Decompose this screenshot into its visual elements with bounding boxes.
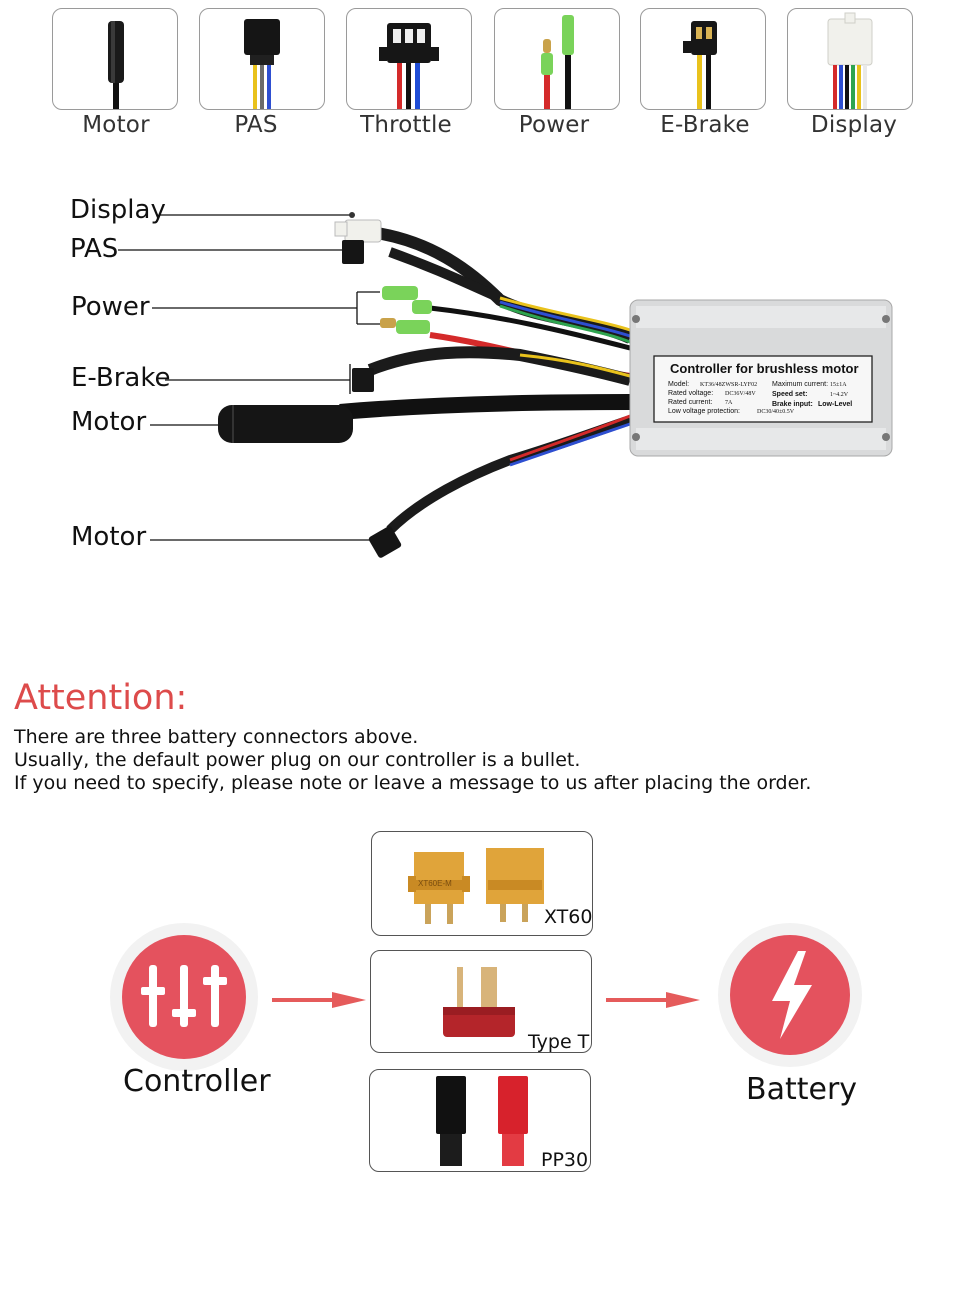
spec-speed-value: 1~4.2V [830,392,849,398]
arrow-right-icon [272,992,366,1008]
spec-lvp-label: Low voltage protection: [668,408,740,415]
pas-connector-icon [244,19,280,109]
wire-label-power: Power [71,292,150,322]
connector-label-pas: PAS [234,112,278,138]
controller-label: Controller [123,1064,271,1099]
spec-voltage-label: Rated voltage: [668,390,713,397]
power-connector-icon [541,15,574,109]
wire-label-motor-main: Motor [71,407,147,437]
spec-max-current-label: Maximum current: [772,381,828,388]
wire-label-pas: PAS [70,234,119,264]
pp30-plug-icon [436,1076,528,1166]
spec-speed-label: Speed set: [772,391,807,398]
wire-label-display: Display [70,195,166,225]
controller-box [629,299,893,457]
connector-label-power: Power [518,112,590,138]
type-t-connector-card: Type T [370,950,592,1053]
controller-title: Controller for brushless motor [670,361,859,376]
pas-connector-card [199,8,325,110]
attention-title: Attention: [14,678,188,718]
motor-connector-card [52,8,178,110]
power-connector-card [494,8,620,110]
spec-brake-value: Low-Level [818,401,852,408]
battery-label: Battery [746,1072,858,1107]
xt60-plug-icon [408,848,544,924]
ebrake-connector-card [640,8,766,110]
spec-brake-label: Brake input: [772,401,813,408]
xt60-connector-card: XT60E-M XT60 [371,831,593,936]
connector-label-display: Display [810,112,898,138]
spec-current-value: 7A [725,400,733,406]
pp30-label: PP30 [541,1149,589,1171]
spec-max-current-value: 15±1A [830,382,847,388]
spec-model-value: KT36/48ZWSR-LYF02 [700,382,757,388]
display-connector-icon [827,12,873,109]
arrow-right-icon-2 [606,992,700,1008]
spec-model-label: Model: [668,381,689,388]
wiring-diagram: Controller for brushless motor Model: KT… [118,212,893,558]
connector-label-throttle: Throttle [360,112,452,138]
spec-lvp-value: DC30/40±0.5V [757,409,795,415]
connector-label-ebrake: E-Brake [660,112,750,138]
wire-label-motor-hall: Motor [71,522,147,552]
connector-label-motor: Motor [82,112,150,138]
pp30-connector-card: PP30 [369,1069,591,1172]
xt60-marking: XT60E-M [418,879,452,888]
wire-label-ebrake: E-Brake [71,363,171,393]
ebrake-connector-icon [683,21,717,109]
attention-line-2: Usually, the default power plug on our c… [14,749,581,771]
type-t-label: Type T [528,1031,590,1053]
throttle-connector-icon [379,23,439,109]
spec-current-label: Rated current: [668,399,712,406]
throttle-connector-card [346,8,472,110]
spec-voltage-value: DC36V/48V [725,391,756,397]
attention-line-1: There are three battery connectors above… [14,726,419,748]
display-connector-card [787,8,913,110]
type-t-plug-icon [443,967,515,1037]
xt60-label: XT60 [544,906,593,928]
attention-line-3: If you need to specify, please note or l… [14,772,812,794]
battery-lightning-icon [718,923,862,1067]
controller-sliders-icon [110,923,258,1071]
motor-connector-icon [108,21,124,109]
